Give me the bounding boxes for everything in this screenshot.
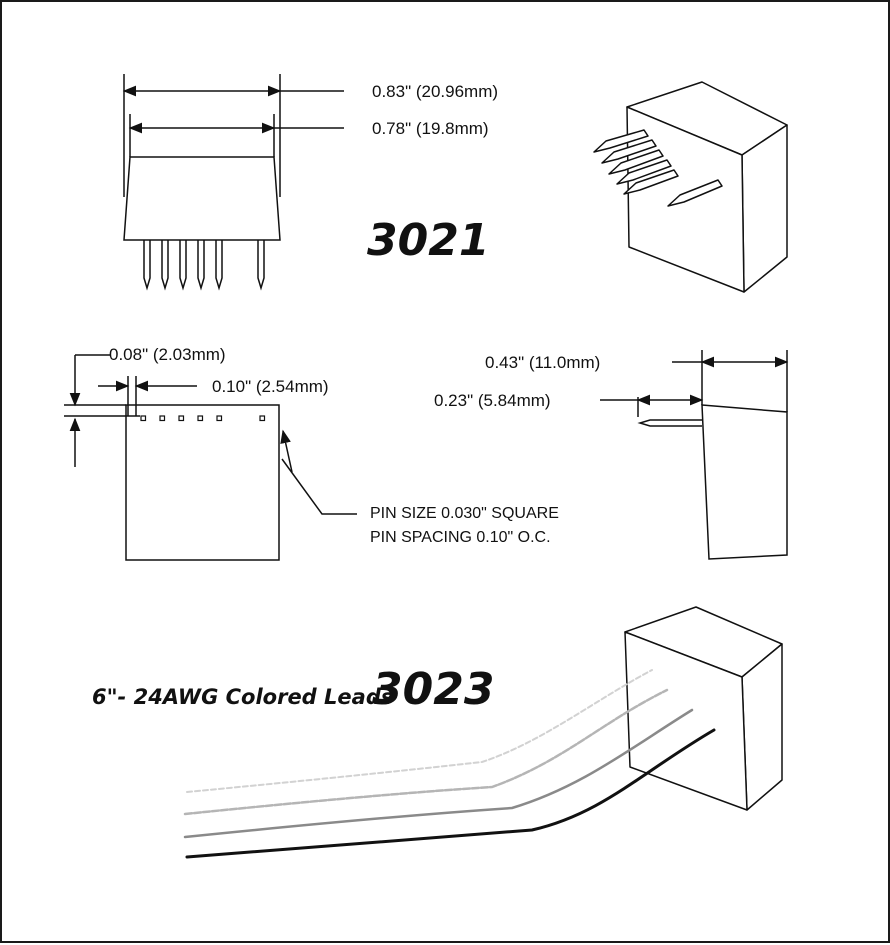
pins-front [143,240,265,291]
pin-squares [140,415,266,422]
overall-depth-label: 0.43" (11.0mm) [485,353,600,372]
pin-size-note: PIN SIZE 0.030" SQUARE [370,505,559,522]
model-3021-label: 3021 [367,215,489,266]
pin-length-label: 0.23" (5.84mm) [434,391,551,410]
side-view-3021 [600,350,789,560]
pin-pitch-label: 0.10" (2.54mm) [212,377,329,396]
bottom-view-3021 [64,354,357,561]
colored-leads [183,669,716,859]
iso-view-3021 [593,81,788,293]
leads-spec-label: 6"- 24AWG Colored Leads [92,685,393,709]
overall-width-label: 0.83" (20.96mm) [372,82,498,101]
edge-offset-label: 0.08" (2.03mm) [109,345,226,364]
pin-spacing-note: PIN SPACING 0.10" O.C. [370,529,551,546]
model-3023-label: 3023 [372,664,494,715]
front-view-3021 [122,74,344,291]
body-width-label: 0.78" (19.8mm) [372,119,489,138]
pins-iso [593,129,723,207]
iso-view-3023 [624,606,783,811]
